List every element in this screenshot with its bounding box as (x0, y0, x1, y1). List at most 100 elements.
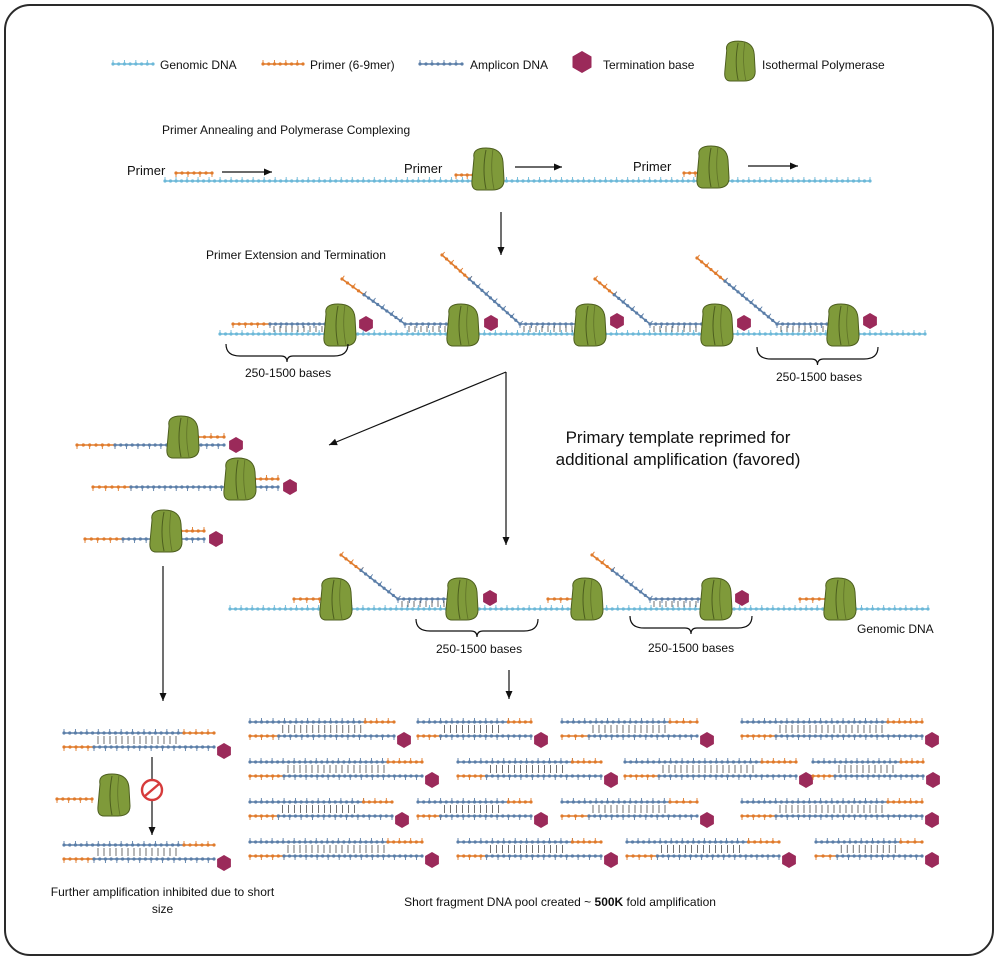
pool-fragment-14-rungs (490, 845, 563, 853)
legend-polymerase-label: Isothermal Polymerase (762, 58, 885, 72)
reprimed-displaced-primer-1 (339, 551, 364, 573)
pool-fragment-1-top-primer (363, 718, 396, 724)
extension-polymerase-5 (826, 303, 860, 347)
short-product-top-primer-2 (253, 475, 280, 481)
pool-fragment-16-bottom-amplicon (835, 854, 924, 860)
extension-displaced-primer-1 (340, 275, 367, 297)
extension-annealed-amplicon-2 (518, 322, 585, 328)
branch-arrow-left (328, 371, 507, 446)
bases-range-label-1: 250-1500 bases (245, 366, 332, 380)
down-arrow-left (159, 566, 167, 701)
pool-fragment-8-bottom-amplicon (833, 774, 925, 780)
pool-fragment-15-rungs (661, 845, 740, 853)
annealing-polymerase-1 (471, 147, 505, 191)
primer-label-3: Primer (633, 159, 672, 174)
pool-fragment-6-bottom-primer (456, 774, 489, 780)
inhibit-icon-slash (144, 783, 160, 797)
pool-fragment-9-rungs (282, 805, 355, 813)
short-product-termination-2 (283, 479, 297, 495)
pool-fragment-7-termination-base (799, 772, 813, 788)
pool-fragment-8-termination-base (926, 772, 940, 788)
pool-fragment-12-termination-base (925, 812, 939, 828)
inhibited-fragment-bottom-rungs (97, 848, 177, 856)
extension-polymerase-4 (700, 303, 734, 347)
pool-fragment-16-termination-base (925, 852, 939, 868)
inhibited-fragment-bottom-top-primer (182, 841, 216, 847)
annealing-genomic-strand (163, 177, 872, 183)
extension-displaced-strand-1 (362, 291, 407, 326)
pool-fragment-4-top-amplicon (740, 718, 890, 724)
pool-fragment-4-bottom-amplicon (774, 734, 924, 740)
extension-polymerase-1 (323, 303, 357, 347)
annealing-arrow-1 (222, 168, 272, 176)
primer-label-1: Primer (127, 163, 166, 178)
pool-fragment-4-top-primer (886, 718, 924, 724)
pool-fragment-1-termination-base (397, 732, 411, 748)
pool-fragment-13-termination-base (425, 852, 439, 868)
reprimed-brace-2 (629, 615, 753, 635)
pool-fragment-2-bottom-amplicon (439, 734, 533, 740)
pool-fragment-15-termination-base (782, 852, 796, 868)
extension-termination-5 (863, 313, 877, 329)
reprimed-polymerase-term-1 (445, 577, 479, 621)
short-product-top-primer-3 (179, 527, 206, 533)
pool-fragment-9-bottom-primer (248, 814, 280, 820)
bases-range-label-2: 250-1500 bases (776, 370, 863, 384)
annealing-arrow-3 (748, 162, 798, 170)
inhibited-fragment-bottom-bottom-primer (62, 857, 96, 863)
pool-fragment-2-top-amplicon (416, 718, 510, 724)
reprimed-text: Primary template reprimed for additional… (555, 428, 801, 469)
pool-fragment-15-top-amplicon (625, 838, 751, 844)
pool-fragment-16-top-amplicon (814, 838, 903, 844)
short-product-primer-3 (83, 537, 125, 543)
pool-fragment-9-top-amplicon (248, 798, 366, 804)
inhibited-fragment-top-top-amplicon (62, 729, 186, 735)
pool-caption-prefix: Short fragment DNA pool created ~ (404, 895, 595, 909)
annealing-arrow-2 (515, 163, 562, 171)
pool-fragment-14-top-amplicon (456, 838, 575, 844)
pool-fragment-10-bottom-primer (416, 814, 443, 820)
short-product-top-primer-1 (196, 433, 226, 439)
short-product-polymerase-1 (166, 415, 200, 459)
reprimed-polymerase-2 (570, 577, 604, 621)
extension-displaced-primer-2 (440, 251, 473, 281)
pool-fragment-12-rungs (779, 805, 883, 813)
extension-termination-1 (359, 316, 373, 332)
pool-fragment-13-bottom-amplicon (282, 854, 424, 860)
pool-fragment-2-termination-base (534, 732, 548, 748)
branch-arrow-down (502, 372, 510, 545)
pool-fragment-10-termination-base (534, 812, 548, 828)
extension-termination-2 (484, 315, 498, 331)
pool-fragment-16-rungs (840, 845, 896, 853)
pool-fragment-6-top-primer (570, 758, 603, 764)
pool-fragment-2-rungs (444, 725, 499, 733)
short-product-termination-3 (209, 531, 223, 547)
down-arrow-1 (497, 212, 505, 255)
extension-brace-2 (756, 346, 879, 366)
legend-termination-hexagon (572, 51, 592, 73)
pool-fragment-6-bottom-amplicon (485, 774, 603, 780)
legend-amplicon-label: Amplicon DNA (470, 58, 549, 72)
pool-fragment-9-top-primer (362, 798, 394, 804)
pool-fragment-5-rungs (287, 765, 385, 773)
annealing-primer-free (174, 171, 214, 177)
primer-label-2: Primer (404, 161, 443, 176)
extension-termination-4 (737, 315, 751, 331)
pool-fragment-14-top-primer (570, 838, 603, 844)
pool-fragment-11-top-amplicon (560, 798, 672, 804)
pool-fragment-7-bottom-amplicon (657, 774, 798, 780)
pool-fragment-16-top-primer (899, 838, 924, 844)
extension-polymerase-2 (446, 303, 480, 347)
short-product-primer-1 (75, 443, 117, 449)
pool-fragment-7-top-amplicon (623, 758, 764, 764)
legend-genomic-strand (111, 60, 155, 66)
extension-displaced-primer-3 (593, 275, 618, 297)
pool-fragment-3-rungs (592, 725, 666, 733)
inhibited-fragment-top-rungs (97, 736, 177, 744)
pool-fragment-6-termination-base (604, 772, 618, 788)
reprimed-displaced-strand-2 (610, 566, 653, 601)
pool-fragment-11-termination-base (700, 812, 714, 828)
pool-fragment-2-top-primer (506, 718, 533, 724)
reprimed-termination-2 (735, 590, 749, 606)
